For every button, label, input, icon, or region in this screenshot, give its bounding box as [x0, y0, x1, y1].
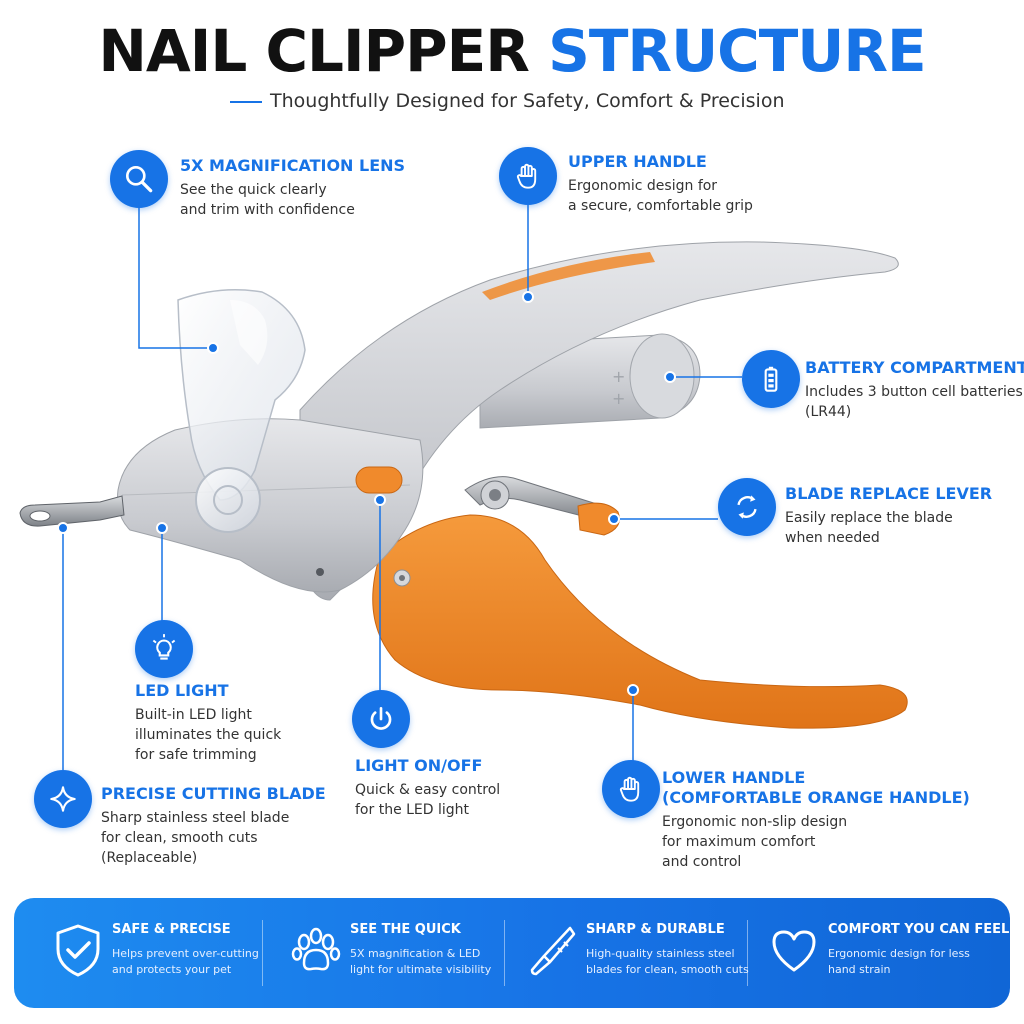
- callout-title: 5X MAGNIFICATION LENS: [180, 156, 406, 175]
- sparkle-icon: [34, 770, 92, 828]
- callout-magnification-lens: 5X MAGNIFICATION LENS See the quick clea…: [180, 156, 405, 220]
- callout-line: (LR44): [805, 404, 852, 420]
- callout-line: Ergonomic non-slip design: [662, 814, 848, 830]
- callout-line: for maximum comfort: [662, 834, 816, 850]
- feature-line: light for ultimate visibility: [350, 963, 492, 976]
- feature-line: and protects your pet: [112, 963, 232, 976]
- feature-banner: SAFE & PRECISE Helps prevent over-cuttin…: [14, 898, 1010, 1008]
- callout-line: Built-in LED light: [135, 707, 252, 723]
- callout-line: for clean, smooth cuts: [101, 830, 258, 846]
- svg-text:+: +: [612, 389, 625, 408]
- feature-line: blades for clean, smooth cuts: [586, 963, 749, 976]
- callout-title: LIGHT ON/OFF: [355, 756, 483, 775]
- callout-line: Ergonomic design for: [568, 178, 718, 194]
- refresh-icon: [718, 478, 776, 536]
- callout-title: LOWER HANDLE: [662, 768, 806, 787]
- power-icon: [352, 690, 410, 748]
- paw-icon: [291, 927, 341, 971]
- page-title: NAIL CLIPPER STRUCTURE: [0, 18, 1024, 84]
- feature-line: hand strain: [828, 963, 891, 976]
- callout-line: Quick & easy control: [355, 782, 501, 798]
- callout-upper-handle: UPPER HANDLE Ergonomic design for a secur…: [568, 152, 753, 216]
- callout-light-on-off: LIGHT ON/OFF Quick & easy control for the…: [355, 756, 500, 820]
- callout-line: (Replaceable): [101, 850, 198, 866]
- leader-lines: [57, 205, 742, 770]
- subtitle-accent-line: [230, 101, 262, 103]
- feature-line: 5X magnification & LED: [350, 947, 481, 960]
- callout-blade-replace-lever: BLADE REPLACE LEVER Easily replace the b…: [785, 484, 992, 548]
- callout-line: Includes 3 button cell batteries: [805, 384, 1023, 400]
- callout-line: and trim with confidence: [180, 202, 355, 218]
- title-blue: STRUCTURE: [548, 17, 927, 85]
- magnifier-icon: [110, 150, 168, 208]
- feature-divider: [504, 920, 505, 986]
- feature-title: SAFE & PRECISE: [112, 922, 231, 937]
- callout-title: BATTERY COMPARTMENT: [805, 358, 1024, 377]
- callout-title: LED LIGHT: [135, 681, 229, 700]
- hand-icon: [602, 760, 660, 818]
- blade-icon: [530, 926, 576, 976]
- feature-title: SEE THE QUICK: [350, 922, 461, 937]
- callout-line: for the LED light: [355, 802, 470, 818]
- magnification-lens-shape: [177, 289, 306, 533]
- callout-line: when needed: [785, 530, 880, 546]
- cutting-blade-shape: [19, 495, 125, 527]
- title-black: NAIL CLIPPER: [98, 17, 530, 85]
- callout-battery-compartment: BATTERY COMPARTMENT Includes 3 button ce…: [805, 358, 1024, 422]
- feature-title: COMFORT YOU CAN FEEL: [828, 922, 1010, 937]
- callout-led-light: LED LIGHT Built-in LED light illuminates …: [135, 681, 281, 765]
- pivot-assembly: [464, 476, 620, 536]
- battery-icon: [742, 350, 800, 408]
- callout-title: BLADE REPLACE LEVER: [785, 484, 993, 503]
- callout-line: for safe trimming: [135, 747, 257, 763]
- callout-line: Easily replace the blade: [785, 510, 953, 526]
- shield-check-icon: [56, 924, 100, 977]
- lower-handle-shape: [372, 514, 908, 729]
- callout-precise-cutting-blade: PRECISE CUTTING BLADE Sharp stainless st…: [101, 784, 326, 868]
- callout-title-2: (COMFORTABLE ORANGE HANDLE): [662, 788, 970, 807]
- feature-line: Ergonomic design for less: [828, 947, 970, 960]
- callout-line: and control: [662, 854, 742, 870]
- callout-line: illuminates the quick: [135, 727, 282, 743]
- callout-line: See the quick clearly: [180, 182, 327, 198]
- hand-icon: [499, 147, 557, 205]
- feature-divider: [262, 920, 263, 986]
- svg-text:+: +: [612, 367, 625, 386]
- callout-title: UPPER HANDLE: [568, 152, 707, 171]
- lightbulb-icon: [135, 620, 193, 678]
- feature-divider: [747, 920, 748, 986]
- page-subtitle: Thoughtfully Designed for Safety, Comfor…: [270, 90, 785, 112]
- callout-line: Sharp stainless steel blade: [101, 810, 290, 826]
- callout-title: PRECISE CUTTING BLADE: [101, 784, 326, 803]
- heart-icon: [772, 930, 816, 972]
- feature-line: High-quality stainless steel: [586, 947, 735, 960]
- callout-line: a secure, comfortable grip: [568, 198, 753, 214]
- callout-lower-handle: LOWER HANDLE (COMFORTABLE ORANGE HANDLE)…: [662, 768, 970, 872]
- feature-line: Helps prevent over-cutting: [112, 947, 259, 960]
- feature-title: SHARP & DURABLE: [586, 922, 725, 937]
